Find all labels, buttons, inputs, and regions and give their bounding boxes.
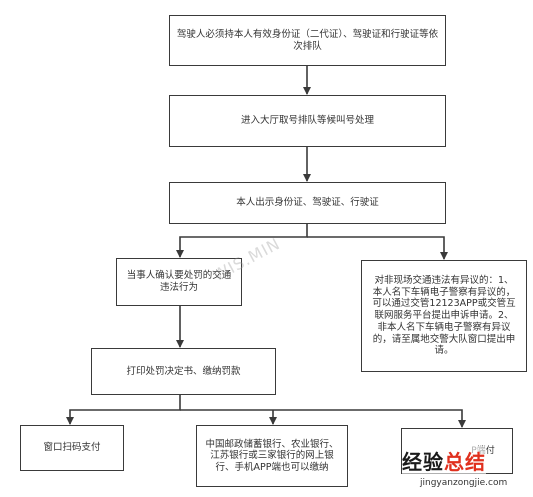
step-objection-text: 对非现场交通违法有异议的：1、本人名下车辆电子警察有异议的，可以通过交管1212… [372, 274, 516, 357]
arrow-print-window [66, 395, 181, 425]
brand-watermark: 经验总结 [402, 446, 486, 475]
step-confirm-violation: 当事人确认要处罚的交通违法行为 [116, 258, 242, 306]
option-window-pay-text: 窗口扫码支付 [43, 442, 101, 453]
step-bring-documents-text: 驾驶人必须持本人有效身份证（二代证）、驾驶证和行驶证等依次排队 [176, 28, 439, 52]
step-show-documents-text: 本人出示身份证、驾驶证、行驶证 [236, 197, 379, 208]
step-print-pay-text: 打印处罚决定书、缴纳罚款 [126, 365, 241, 377]
step-print-pay: 打印处罚决定书、缴纳罚款 [91, 348, 276, 395]
step-show-documents: 本人出示身份证、驾驶证、行驶证 [169, 182, 446, 224]
arrow-step3-objection [307, 236, 448, 260]
option-bank-pay: 中国邮政储蓄银行、农业银行、江苏银行或三家银行的网上银行、手机APP端也可以缴纳 [196, 425, 348, 487]
step-take-number-text: 进入大厅取号排队等候叫号处理 [240, 115, 374, 126]
step-objection: 对非现场交通违法有异议的：1、本人名下车辆电子警察有异议的，可以通过交管1212… [361, 260, 527, 372]
step-take-number: 进入大厅取号排队等候叫号处理 [169, 95, 446, 147]
step-bring-documents: 驾驶人必须持本人有效身份证（二代证）、驾驶证和行驶证等依次排队 [169, 15, 446, 66]
option-window-pay: 窗口扫码支付 [20, 425, 124, 471]
option-bank-pay-text: 中国邮政储蓄银行、农业银行、江苏银行或三家银行的网上银行、手机APP端也可以缴纳 [205, 438, 339, 473]
arrow-print-app [180, 409, 466, 428]
brand-url-watermark: jingyanzongjie.com [420, 478, 508, 488]
arrow-step3-confirm [176, 224, 308, 258]
brand-watermark-part2: 总结 [444, 450, 486, 474]
brand-watermark-part1: 经验 [402, 450, 444, 474]
step-confirm-violation-text: 当事人确认要处罚的交通违法行为 [126, 270, 232, 293]
